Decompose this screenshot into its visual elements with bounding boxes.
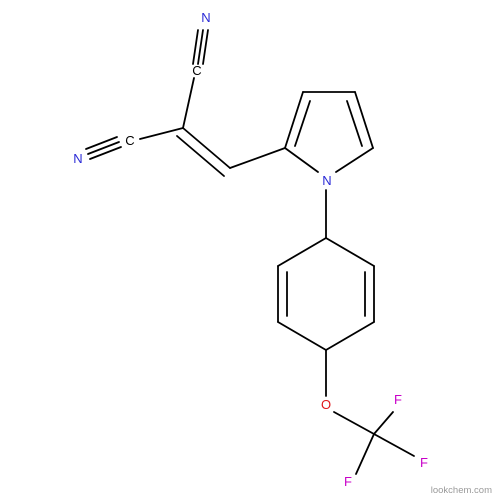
atom-f2: F [420, 455, 428, 470]
atom-n-left: N [73, 151, 82, 166]
atom-c-top: C [192, 63, 201, 78]
atom-o: O [321, 397, 331, 412]
bond-o-cf3 [333, 411, 375, 435]
benzene-ring [277, 237, 375, 351]
bond-c-f2 [373, 433, 415, 457]
bond-vinyl-pyrrole [229, 147, 286, 169]
bond-c-f3 [355, 433, 375, 475]
bond-nitrile-top-triple [192, 29, 209, 65]
atom-labels: N C N C N O F F F [73, 10, 428, 489]
bond-alkene-double [176, 127, 231, 177]
bond-c-f1 [373, 411, 394, 435]
atom-c-left: C [125, 133, 134, 148]
pyrrole-ring [284, 91, 374, 173]
atom-f1: F [394, 392, 402, 407]
watermark: lookchem.com [431, 485, 492, 496]
atom-n-ring: N [322, 173, 331, 188]
bond-nitrile-left-triple [85, 136, 122, 160]
atom-n-top: N [201, 10, 210, 25]
bond-cleft-ccenter [139, 127, 184, 140]
atom-f3: F [344, 474, 352, 489]
bonds [85, 29, 415, 475]
bond-ctop-ccenter [182, 77, 195, 129]
